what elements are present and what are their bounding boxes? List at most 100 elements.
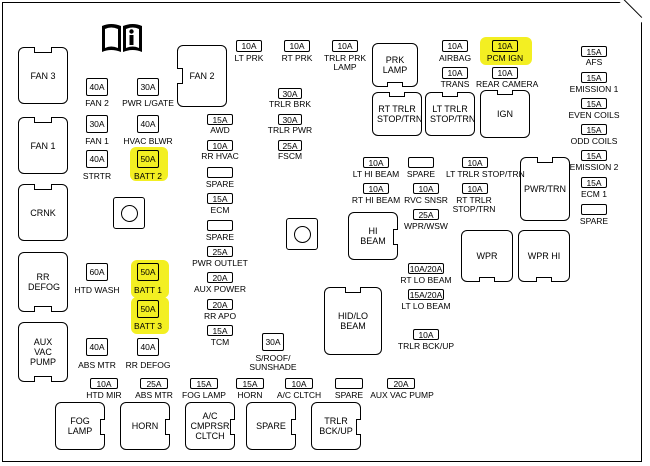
fuse-aux-vac-pump: 20A <box>387 378 415 389</box>
relay-label: HID/LO BEAM <box>337 311 368 331</box>
relay-aux-vac-pump: AUX VAC PUMP <box>18 322 68 382</box>
label-trlr-brk: TRLR BRK <box>268 99 312 109</box>
label-rr-apo: RR APO <box>203 311 237 321</box>
relay-rt-trlr-stop-trn: RT TRLR STOP/TRN <box>372 92 422 136</box>
relay-fan-3: FAN 3 <box>18 47 68 104</box>
fuse-box-outline <box>2 2 642 462</box>
relay-fan-2: FAN 2 <box>177 45 227 107</box>
fuse-trlr-prk-lamp: 10A <box>332 40 358 52</box>
relay-label: SPARE <box>256 421 286 431</box>
label-rvc-snsr: RVC SNSR <box>404 195 448 205</box>
label-ecm: ECM <box>210 205 230 215</box>
label-emission-2: EMISSION 2 <box>569 162 619 172</box>
label-sroof-sunshade: S/ROOF/ SUNSHADE <box>249 353 297 372</box>
label-pwr-outlet: PWR OUTLET <box>192 258 248 268</box>
label-batt-3: BATT 3 <box>133 321 163 331</box>
label-airbag: AIRBAG <box>438 53 472 63</box>
fuse-trlr-brk: 30A <box>278 88 302 99</box>
fuse-strtr: 40A <box>86 150 108 168</box>
label-odd-coils: ODD COILS <box>570 136 618 146</box>
relay-ign: IGN <box>480 90 530 138</box>
label-trans: TRANS <box>440 79 470 89</box>
label-trlr-pwr: TRLR PWR <box>267 125 313 135</box>
relay-hi-beam: HI BEAM <box>348 212 398 260</box>
fuse-tcm: 15A <box>207 325 233 336</box>
relay-label: AUX VAC PUMP <box>29 337 56 367</box>
relay-spare: SPARE <box>246 402 296 450</box>
relay-label: FAN 3 <box>30 70 56 81</box>
fuse-abs-mtr-40a: 40A <box>86 338 108 356</box>
fuse-ecm-1: 15A <box>581 177 607 188</box>
label-trlr-bck-up: TRLR BCK/UP <box>397 341 455 351</box>
label-fan-2: FAN 2 <box>85 98 109 108</box>
relay-label: WPR HI <box>527 251 561 261</box>
relay-trlr-bck-up: TRLR BCK/UP <box>311 402 361 450</box>
label-spare-2: SPARE <box>205 232 235 242</box>
relay-label: RT TRLR STOP/TRN <box>377 104 423 124</box>
label-trlr-prk-lamp: TRLR PRK LAMP <box>323 53 367 72</box>
relay-label: CRNK <box>30 207 56 218</box>
relay-label: PRK LAMP <box>382 55 408 75</box>
fuse-lt-prk: 10A <box>236 40 262 52</box>
fuse-airbag: 10A <box>442 40 468 52</box>
label-rear-camera: REAR CAMERA <box>476 79 539 89</box>
fuse-lt-hi-beam: 10A <box>363 157 389 168</box>
fuse-pwr-lgate: 30A <box>137 78 159 96</box>
label-fan-1: FAN 1 <box>85 136 109 146</box>
relay-horn: HORN <box>120 402 170 450</box>
label-aux-vac-pump: AUX VAC PUMP <box>370 390 434 400</box>
relay-label: FAN 1 <box>30 140 56 151</box>
relay-label: LT TRLR STOP/TRN <box>430 104 476 124</box>
fuse-lt-lo-beam: 15A/20A <box>408 289 444 300</box>
label-spare-1: SPARE <box>205 179 235 189</box>
fuse-spare-2 <box>207 220 233 231</box>
label-lt-trlr-stop-trn: LT TRLR STOP/TRN <box>446 169 525 179</box>
fuse-rr-hvac: 10A <box>207 140 233 151</box>
fuse-spare-1 <box>207 167 233 178</box>
label-horn: HORN <box>237 390 263 400</box>
fuse-rvc-snsr: 10A <box>413 183 439 194</box>
fuse-rt-trlr-stop-trn: 10A <box>462 183 488 194</box>
fuse-awd: 15A <box>207 114 233 125</box>
label-rt-lo-beam: RT LO BEAM <box>400 275 452 285</box>
fuse-trans: 10A <box>442 67 468 79</box>
relay-crnk: CRNK <box>18 184 68 241</box>
label-rt-trlr-stop-trn: RT TRLR STOP/TRN <box>452 195 496 214</box>
label-batt-2: BATT 2 <box>133 171 163 181</box>
fuse-aux-power: 20A <box>207 272 233 283</box>
relay-label: RR DEFOG <box>28 272 61 292</box>
label-abs-mtr-25a: ABS MTR <box>135 390 173 400</box>
label-lt-hi-beam: LT HI BEAM <box>352 169 400 179</box>
bolt-terminal-left <box>113 197 145 229</box>
relay-label: HORN <box>131 421 159 431</box>
relay-wpr-hi: WPR HI <box>518 230 570 282</box>
label-spare-4: SPARE <box>579 216 609 226</box>
fuse-batt-1: 50A <box>137 263 159 281</box>
label-tcm: TCM <box>210 337 230 347</box>
label-spare-3: SPARE <box>406 169 436 179</box>
label-aux-power: AUX POWER <box>194 284 246 294</box>
fuse-odd-coils: 15A <box>581 124 607 135</box>
fuse-rt-prk: 10A <box>284 40 310 52</box>
label-abs-mtr-40a: ABS MTR <box>78 360 116 370</box>
relay-wpr: WPR <box>461 230 513 282</box>
label-htd-wash: HTD WASH <box>74 285 120 295</box>
fuse-pcm-ign: 10A <box>492 40 518 52</box>
fuse-fan-2: 40A <box>86 78 108 96</box>
label-hvac-blwr: HVAC BLWR <box>123 136 173 146</box>
label-fscm: FSCM <box>277 151 303 161</box>
label-even-coils: EVEN COILS <box>568 110 620 120</box>
fuse-trlr-pwr: 30A <box>278 114 302 125</box>
label-afs: AFS <box>585 57 603 67</box>
relay-ac-cmprsr-cltch: A/C CMPRSR CLTCH <box>185 402 235 450</box>
label-pcm-ign: PCM IGN <box>486 53 524 63</box>
fuse-rt-hi-beam: 10A <box>363 183 389 194</box>
info-book-icon <box>100 22 144 54</box>
relay-label: A/C CMPRSR CLTCH <box>190 411 230 441</box>
label-lt-lo-beam: LT LO BEAM <box>401 301 451 311</box>
fuse-fog-lamp: 15A <box>190 378 218 389</box>
relay-label: WPR <box>476 251 498 261</box>
fuse-batt-3: 50A <box>137 300 159 318</box>
fuse-afs: 15A <box>581 46 607 57</box>
label-batt-1: BATT 1 <box>133 285 163 295</box>
